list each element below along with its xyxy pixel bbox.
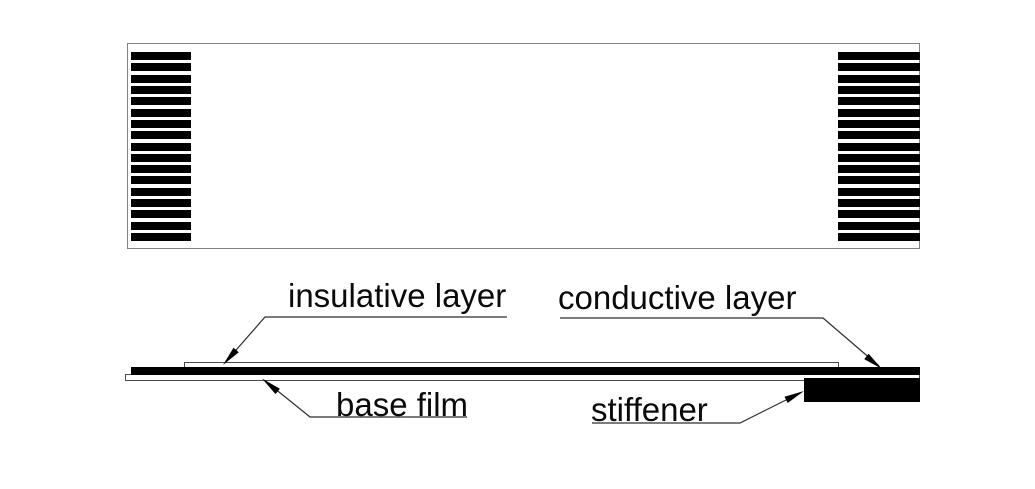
conductor-finger (131, 74, 191, 83)
conductor-finger (838, 221, 920, 230)
conductor-finger (838, 108, 920, 117)
conductor-finger (838, 97, 920, 106)
conductor-finger (838, 119, 920, 128)
conductor-finger (838, 63, 920, 72)
conductor-finger (838, 233, 920, 241)
conductor-finger (131, 165, 191, 174)
conductor-finger (838, 153, 920, 162)
conductor-finger (131, 108, 191, 117)
label-stiffener: stiffener (591, 391, 708, 428)
conductor-finger (131, 131, 191, 140)
conductor-finger (131, 97, 191, 106)
stiffener-leader-arrow-icon (784, 391, 804, 403)
insulative-leader-line (225, 316, 507, 362)
conductor-finger (838, 199, 920, 208)
right-conductor-fingers (838, 52, 920, 241)
conductor-finger (131, 210, 191, 219)
conductor-finger (131, 176, 191, 185)
conductor-finger (838, 165, 920, 174)
conductor-finger (838, 187, 920, 196)
conductor-finger (131, 199, 191, 208)
conductor-finger (838, 210, 920, 219)
conductor-finger (838, 176, 920, 185)
conductor-finger (838, 142, 920, 151)
stiffener-shape (804, 378, 920, 402)
conductor-finger (131, 221, 191, 230)
conductor-finger (838, 52, 920, 60)
base-film-shape (125, 374, 920, 381)
conductor-finger (131, 52, 191, 60)
conductor-finger (131, 233, 191, 241)
conductor-finger (838, 74, 920, 83)
conductor-finger (838, 131, 920, 140)
conductor-finger (131, 153, 191, 162)
conductor-finger (131, 85, 191, 94)
label-insulative-layer: insulative layer (288, 277, 507, 314)
conductor-finger (838, 85, 920, 94)
conductive-layer-shape (131, 367, 920, 375)
conductor-finger (131, 187, 191, 196)
left-conductor-fingers (131, 52, 191, 241)
conductor-finger (131, 63, 191, 72)
conductive-leader-line (560, 317, 880, 367)
label-conductive-layer: conductive layer (558, 279, 797, 316)
cable-top-view-outline (127, 43, 920, 249)
conductor-finger (131, 142, 191, 151)
label-base-film: base film (336, 386, 469, 423)
conductor-finger (131, 119, 191, 128)
